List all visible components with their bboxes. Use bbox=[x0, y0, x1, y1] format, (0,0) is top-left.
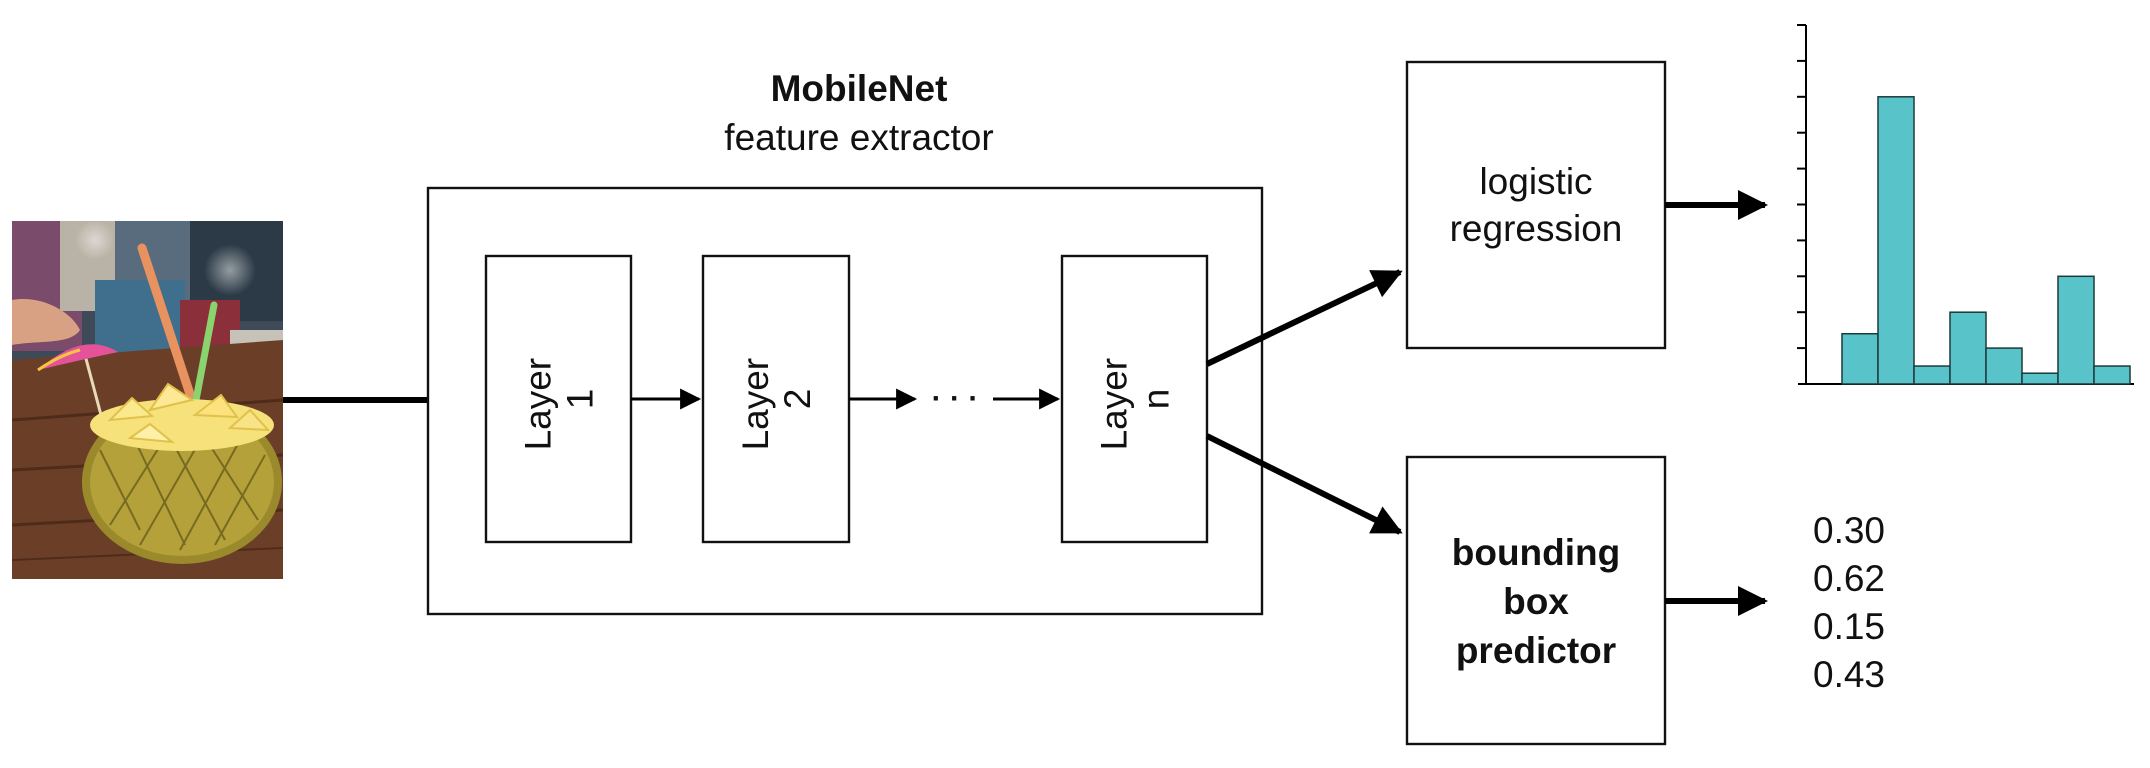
pineapple-drink-photo bbox=[12, 221, 283, 579]
bbox-label-line1: bounding bbox=[1452, 532, 1621, 573]
histogram-bar bbox=[1985, 347, 2023, 385]
svg-text:Layer 2: Layer 2 bbox=[735, 348, 818, 451]
layer-n-label: Layer bbox=[1094, 358, 1135, 451]
bbox-output-value: 0.15 bbox=[1813, 606, 1885, 647]
extractor-subtitle: feature extractor bbox=[724, 117, 993, 158]
class-probability-histogram bbox=[1797, 24, 2134, 385]
to-bbox-arrow bbox=[1205, 433, 1403, 535]
classifier-label-line1: logistic bbox=[1479, 161, 1592, 202]
histogram-bar bbox=[1877, 96, 1915, 385]
layer-n-box: Layer n bbox=[1060, 254, 1209, 544]
bbox-output-values: 0.30 0.62 0.15 0.43 bbox=[1813, 510, 1885, 695]
bbox-predictor-box: bounding box predictor bbox=[1405, 455, 1667, 746]
classifier-label-line2: regression bbox=[1450, 208, 1623, 249]
bbox-label-line2: box bbox=[1503, 581, 1569, 622]
histogram-bar bbox=[1841, 332, 1879, 385]
bbox-output-value: 0.43 bbox=[1813, 654, 1885, 695]
bbox-label-line3: predictor bbox=[1456, 630, 1616, 671]
layer-2-label: Layer bbox=[735, 358, 776, 451]
histogram-bar bbox=[1949, 311, 1987, 385]
layer-1-label: Layer bbox=[518, 358, 559, 451]
layer-1-box: Layer 1 bbox=[484, 254, 633, 544]
histogram-bar bbox=[2093, 365, 2131, 385]
extractor-title: MobileNet bbox=[771, 68, 948, 109]
histogram-ticks bbox=[1797, 24, 1806, 350]
layer-2-number: 2 bbox=[777, 389, 818, 410]
layer-n-number: n bbox=[1136, 389, 1177, 410]
logistic-regression-box: logistic regression bbox=[1405, 60, 1667, 350]
histogram-bar bbox=[1913, 365, 1951, 385]
to-classifier-arrow bbox=[1205, 269, 1403, 367]
layer-1-number: 1 bbox=[560, 389, 601, 410]
svg-text:Layer n: Layer n bbox=[1094, 348, 1177, 451]
bbox-output-value: 0.62 bbox=[1813, 558, 1885, 599]
layer-2-box: Layer 2 bbox=[701, 254, 851, 544]
svg-text:Layer 1: Layer 1 bbox=[518, 348, 601, 451]
layers-ellipsis: · · · bbox=[932, 382, 979, 415]
histogram-bar bbox=[2057, 275, 2095, 385]
histogram-bar bbox=[2021, 372, 2059, 385]
bbox-output-value: 0.30 bbox=[1813, 510, 1885, 551]
histogram-bars bbox=[1841, 96, 2131, 385]
